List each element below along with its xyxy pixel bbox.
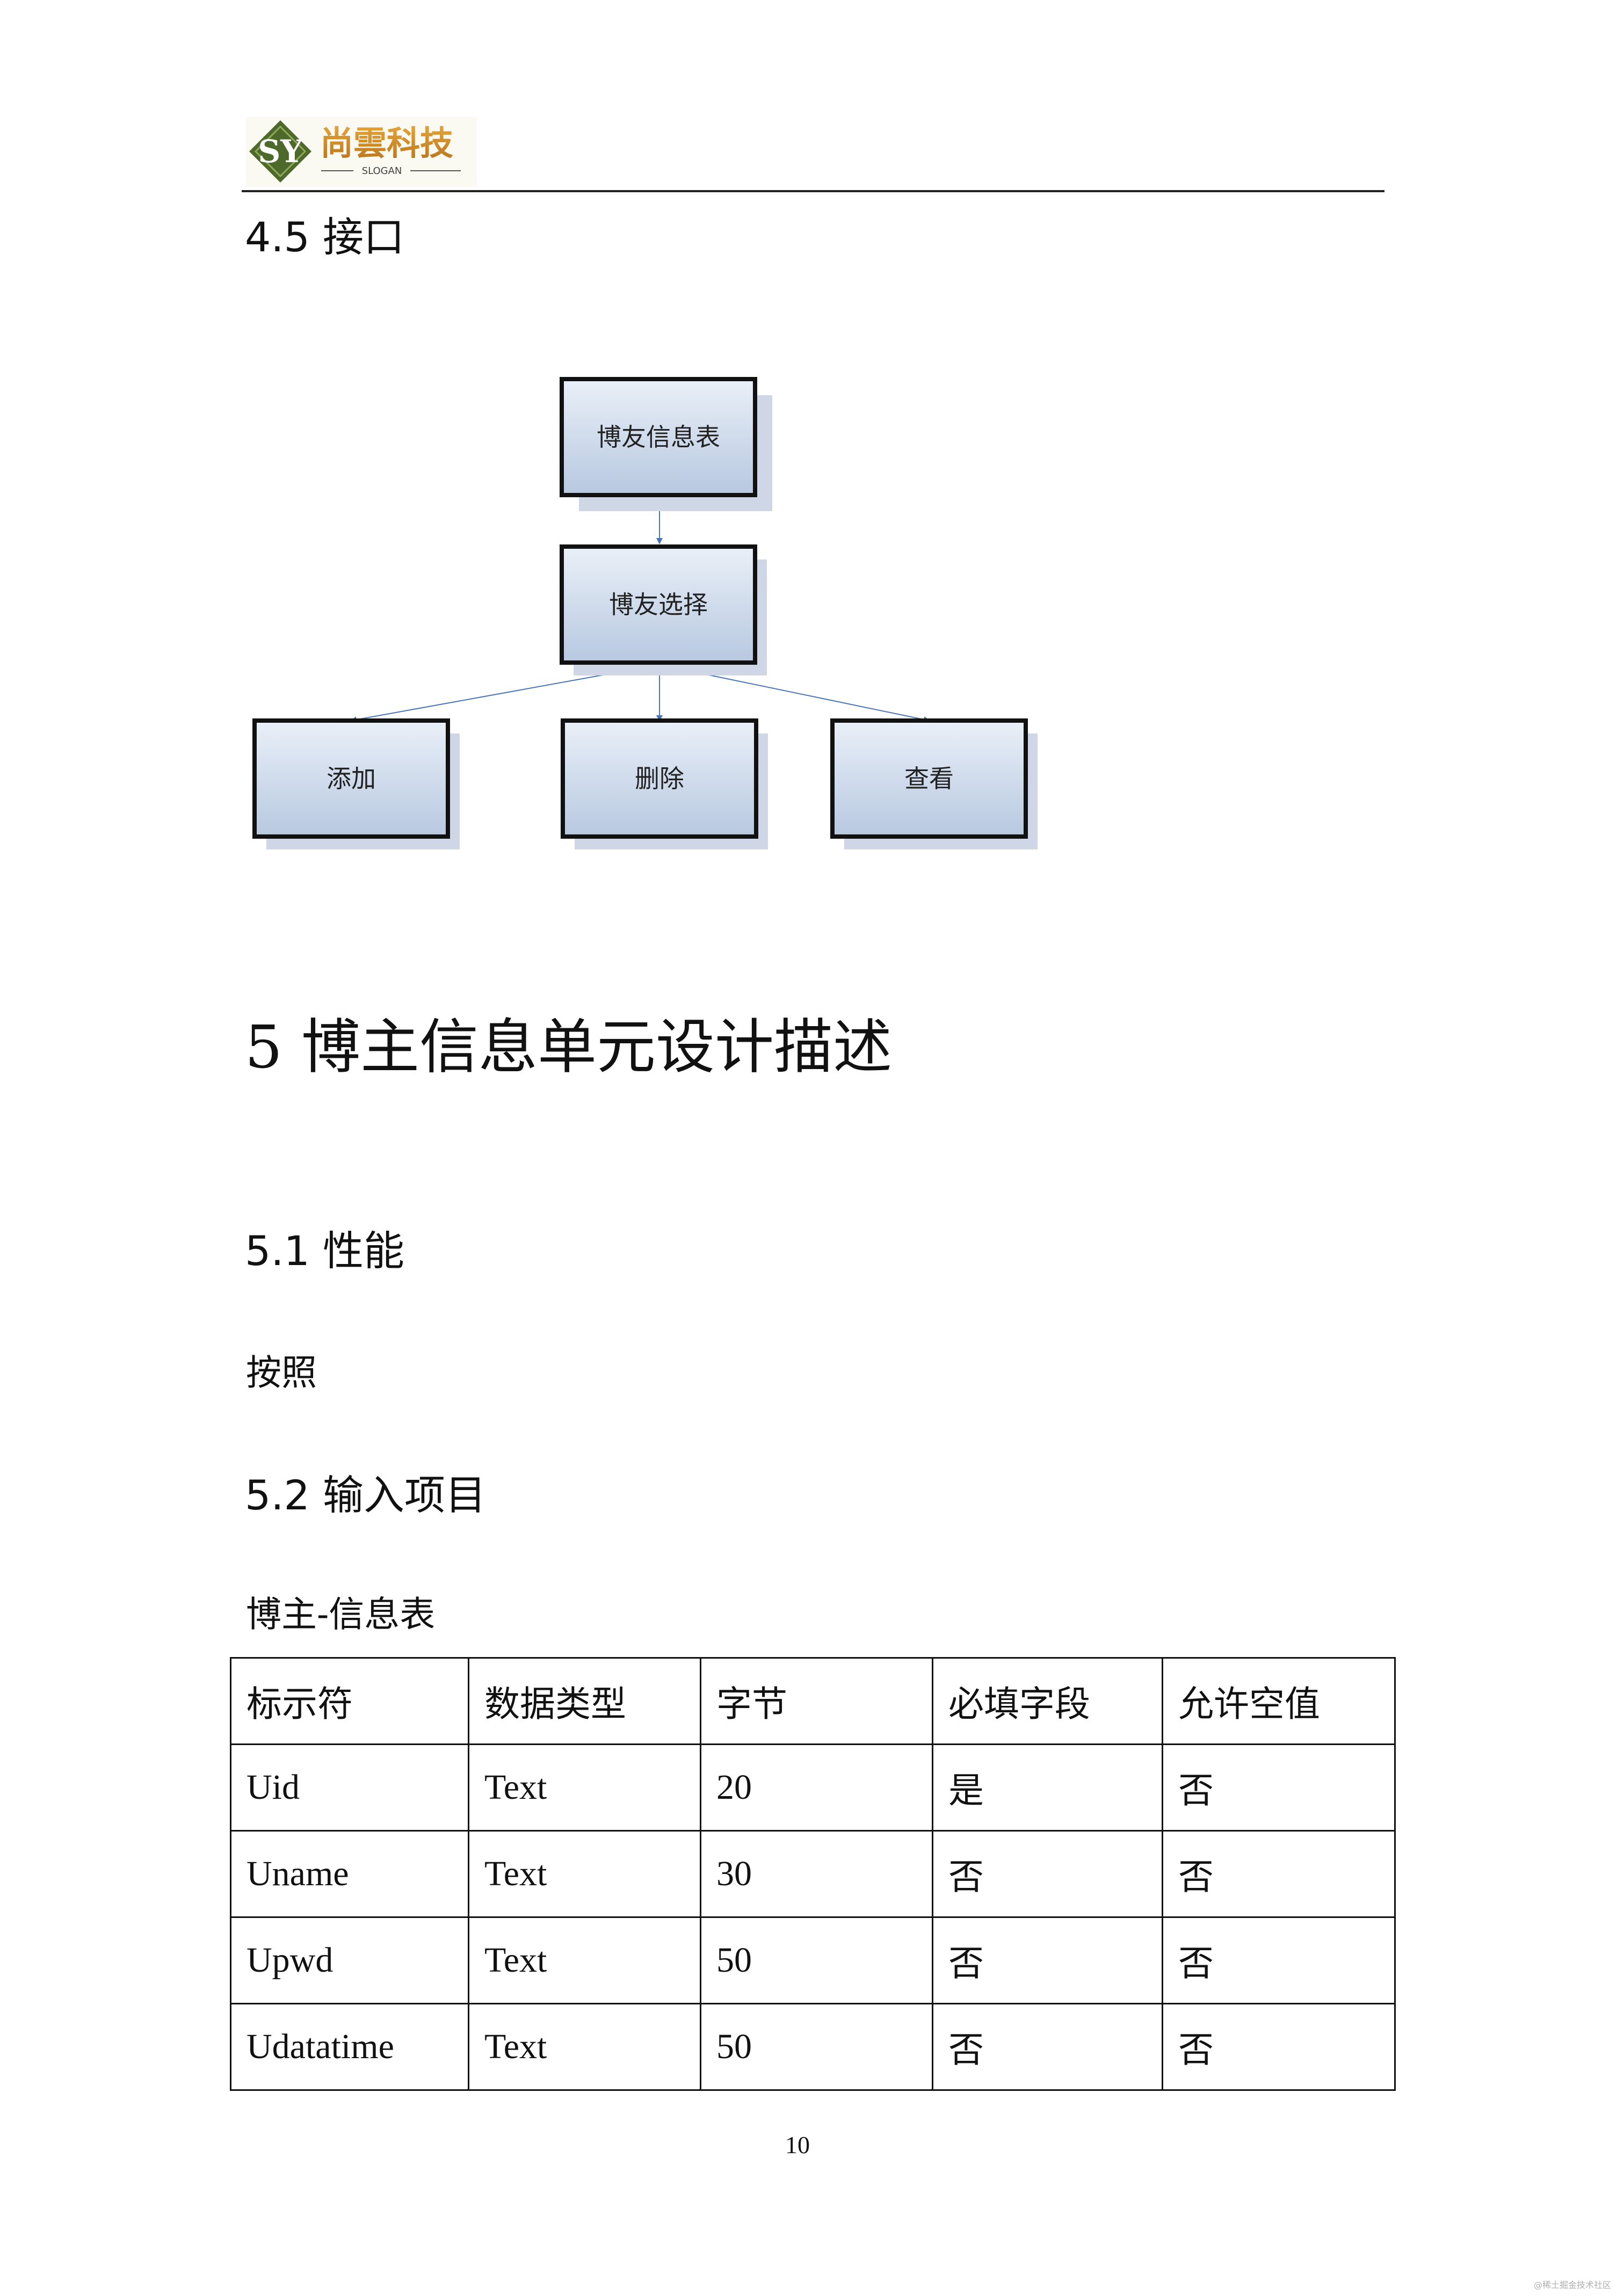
node-right: 查看 (830, 718, 1038, 849)
table-header-cell: 允许空值 (1162, 1657, 1396, 1745)
page-number: 10 (785, 2131, 810, 2159)
heading-4-5: 4.5 接口 (245, 213, 405, 261)
table-cell: Text (468, 1830, 701, 1918)
table-cell: 否 (1162, 2003, 1396, 2091)
node-root: 博友信息表 (560, 377, 772, 511)
logo-diamond-icon (249, 120, 311, 183)
table-header-row: 标示符数据类型字节必填字段允许空值 (230, 1657, 1396, 1745)
table-header-cell: 标示符 (230, 1657, 469, 1745)
node-left: 添加 (252, 718, 460, 849)
table-header-cell: 必填字段 (932, 1657, 1163, 1745)
performance-body-text: 按照 (246, 1352, 317, 1393)
node-right-label: 查看 (904, 764, 954, 793)
node-middle-label: 博友选择 (609, 590, 708, 619)
node-center-label: 删除 (635, 764, 684, 793)
heading-5-1: 5.1 性能 (245, 1227, 405, 1275)
table-cell: Text (468, 1916, 701, 2004)
node-root-label: 博友信息表 (597, 423, 720, 452)
header-divider (242, 190, 1384, 192)
table-cell: 否 (1162, 1830, 1396, 1918)
node-left-label: 添加 (327, 764, 376, 793)
logo-slogan-text: SLOGAN (362, 165, 402, 177)
table-header-cell: 数据类型 (468, 1657, 701, 1745)
node-middle: 博友选择 (560, 544, 767, 675)
table-cell: 50 (700, 1916, 933, 2004)
table-cell: 否 (932, 2003, 1163, 2091)
table-cell: Uid (230, 1743, 469, 1832)
table-cell: 是 (932, 1743, 1163, 1832)
table-cell: Upwd (230, 1916, 469, 2004)
company-logo: SY 尚雲科技 SLOGAN (246, 117, 477, 187)
heading-5: 5 博主信息单元设计描述 (245, 1013, 892, 1081)
table-cell: 50 (700, 2003, 933, 2091)
table-cell: Text (468, 2003, 701, 2091)
node-center: 删除 (561, 718, 768, 849)
logo-mark-text: SY (258, 133, 303, 170)
watermark: @稀土掘金技术社区 (1534, 2280, 1612, 2290)
logo-name-text: 尚雲科技 (320, 123, 453, 163)
table-cell: 20 (700, 1743, 933, 1832)
table-cell: 30 (700, 1830, 933, 1918)
table-cell: 否 (1162, 1743, 1396, 1832)
table-caption: 博主-信息表 (246, 1594, 436, 1635)
table-cell: 否 (932, 1916, 1163, 2004)
table-cell: Text (468, 1743, 701, 1832)
table-header-cell: 字节 (700, 1657, 933, 1745)
table-cell: 否 (1162, 1916, 1396, 2004)
table-cell: Udatatime (230, 2003, 469, 2091)
table-cell: Uname (230, 1830, 469, 1918)
table-cell: 否 (932, 1830, 1163, 1918)
heading-5-2: 5.2 输入项目 (245, 1471, 487, 1519)
interface-flow-diagram: 博友信息表 博友选择 添加 删除 查看 (252, 377, 1038, 849)
